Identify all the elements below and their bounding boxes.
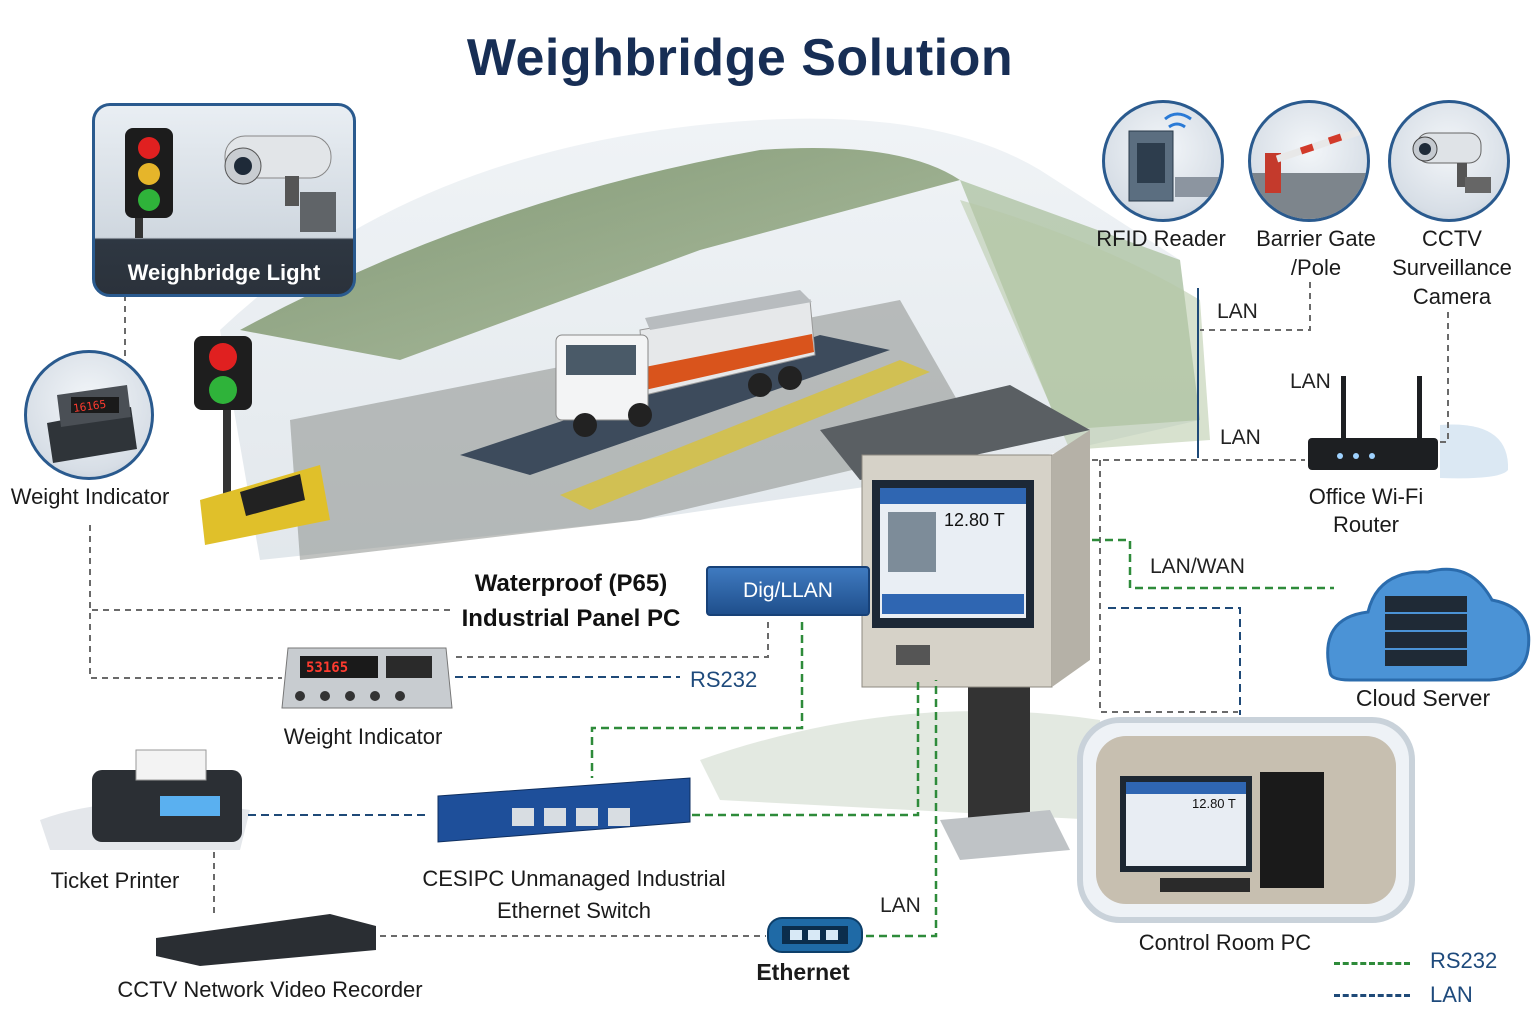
legend: RS232 LAN — [1334, 944, 1524, 1014]
panel-pc-enclosure — [820, 385, 1090, 860]
cctv-camera-icon — [1388, 100, 1510, 222]
rs232-link-label: RS232 — [690, 667, 758, 692]
traffic-light-icon — [125, 128, 336, 238]
weight-indicator-bottom-image — [281, 647, 453, 709]
cctv-label-line2: Surveillance — [1392, 255, 1512, 280]
weighbridge-light-caption: Weighbridge Light — [127, 260, 321, 285]
nvr-label: CCTV Network Video Recorder — [117, 977, 423, 1002]
lan-bottom-label: LAN — [880, 894, 921, 917]
cloud-server-label: Cloud Server — [1355, 685, 1491, 711]
page-title: Weighbridge Solution — [466, 29, 1014, 87]
router-label-line2: Router — [1332, 512, 1400, 537]
rfid-reader-label: RFID Reader — [1096, 226, 1226, 251]
lan-link-label-b: LAN — [1290, 370, 1331, 393]
barrier-label-line1: Barrier Gate — [1256, 226, 1376, 251]
control-room-image — [1077, 717, 1415, 923]
weight-indicator-bottom-label: Weight Indicator — [283, 724, 443, 749]
cloud-server-image — [1326, 567, 1531, 682]
ticket-printer-label: Ticket Printer — [50, 868, 180, 893]
cctv-label-line1: CCTV — [1422, 226, 1482, 251]
panel-pc-label-line1: Waterproof (P65) — [474, 570, 668, 597]
rfid-reader-icon — [1102, 100, 1224, 222]
rs232-links — [590, 538, 1334, 938]
ticket-printer-image — [92, 749, 242, 842]
router-image — [1308, 376, 1509, 479]
lanwan-label: LAN/WAN — [1150, 555, 1245, 578]
dig-lan-box: Dig/LLAN — [706, 566, 870, 616]
switch-label-line1: CESIPC Unmanaged Industrial — [422, 866, 726, 891]
control-room-label: Control Room PC — [1138, 930, 1312, 955]
switch-label-line2: Ethernet Switch — [496, 898, 652, 923]
legend-lan-swatch — [1334, 994, 1410, 997]
legend-rs232-label: RS232 — [1430, 948, 1498, 973]
panel-pc-screen-value: 12.80 T — [944, 510, 1005, 530]
legend-rs232-swatch — [1334, 962, 1410, 965]
legend-lan-label: LAN — [1430, 982, 1473, 1007]
gray-links — [89, 282, 1449, 937]
lan-link-label-c: LAN — [1220, 426, 1261, 449]
scale-indicator-icon — [47, 385, 137, 463]
weight-indicator-bottom-display: 53165 — [306, 660, 349, 676]
lan-link-label-a: LAN — [1217, 300, 1258, 323]
panel-pc-label-line2: Industrial Panel PC — [461, 605, 681, 632]
switch-image — [437, 777, 691, 843]
lan-links — [248, 607, 1241, 816]
site-traffic-light — [194, 336, 330, 545]
weight-indicator-top-label: Weight Indicator — [10, 484, 170, 509]
router-label-line1: Office Wi-Fi — [1308, 484, 1424, 509]
weight-indicator-top-icon: 16165 — [24, 350, 154, 480]
truck-image — [555, 290, 816, 437]
weighbridge-light-panel: Weighbridge Light — [92, 103, 356, 297]
ethernet-label: Ethernet — [756, 959, 850, 985]
ethernet-icon — [767, 917, 863, 953]
nvr-image — [156, 914, 376, 966]
cctv-label-line3: Camera — [1412, 284, 1492, 309]
barrier-gate-icon — [1248, 100, 1370, 222]
barrier-label-line2: /Pole — [1290, 255, 1342, 280]
control-room-screen-value: 12.80 T — [1192, 796, 1236, 811]
